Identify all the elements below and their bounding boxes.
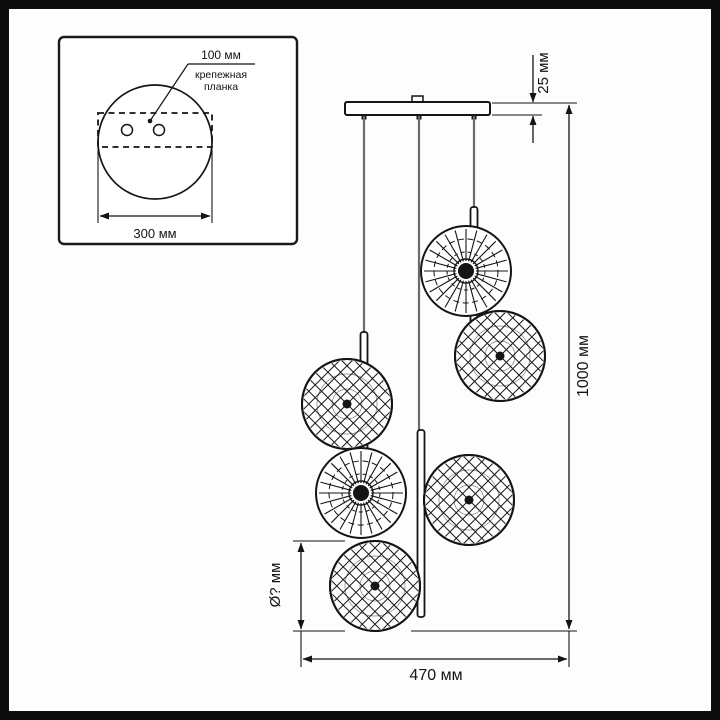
width-label: 470 мм: [409, 667, 462, 684]
ceiling-plate: [344, 101, 491, 116]
rod-middle: [416, 429, 426, 618]
lampshade-1: [420, 225, 512, 317]
dim-shade-diameter: Ø? мм: [267, 542, 305, 630]
technical-drawing: 100 мм крепежная планка 300 мм: [57, 35, 592, 684]
plate-offset-label: 100 мм: [201, 48, 241, 62]
total-height-label: 1000 мм: [575, 335, 592, 397]
mounting-plate-label-line2: планка: [204, 81, 238, 93]
canopy-height-label: 25 мм: [535, 52, 552, 93]
mounting-hole-right: [152, 123, 166, 137]
mounting-hole-left: [120, 123, 134, 137]
canopy-diameter-label: 300 мм: [133, 226, 176, 241]
dim-canopy-diameter: 300 мм: [97, 149, 213, 241]
shade-diameter-label: Ø? мм: [267, 563, 284, 608]
dim-total-height: 1000 мм: [565, 104, 592, 630]
pendant-fixture: [257, 95, 590, 676]
dim-width: 470 мм: [302, 655, 568, 684]
mounting-plate-label-line1: крепежная: [195, 69, 247, 81]
mounting-detail-inset: 100 мм крепежная планка 300 мм: [57, 35, 299, 246]
lampshade-4: [315, 447, 407, 539]
dim-canopy-height: 25 мм: [529, 52, 552, 143]
leader-line: [149, 63, 189, 122]
inset-border: [57, 35, 299, 246]
